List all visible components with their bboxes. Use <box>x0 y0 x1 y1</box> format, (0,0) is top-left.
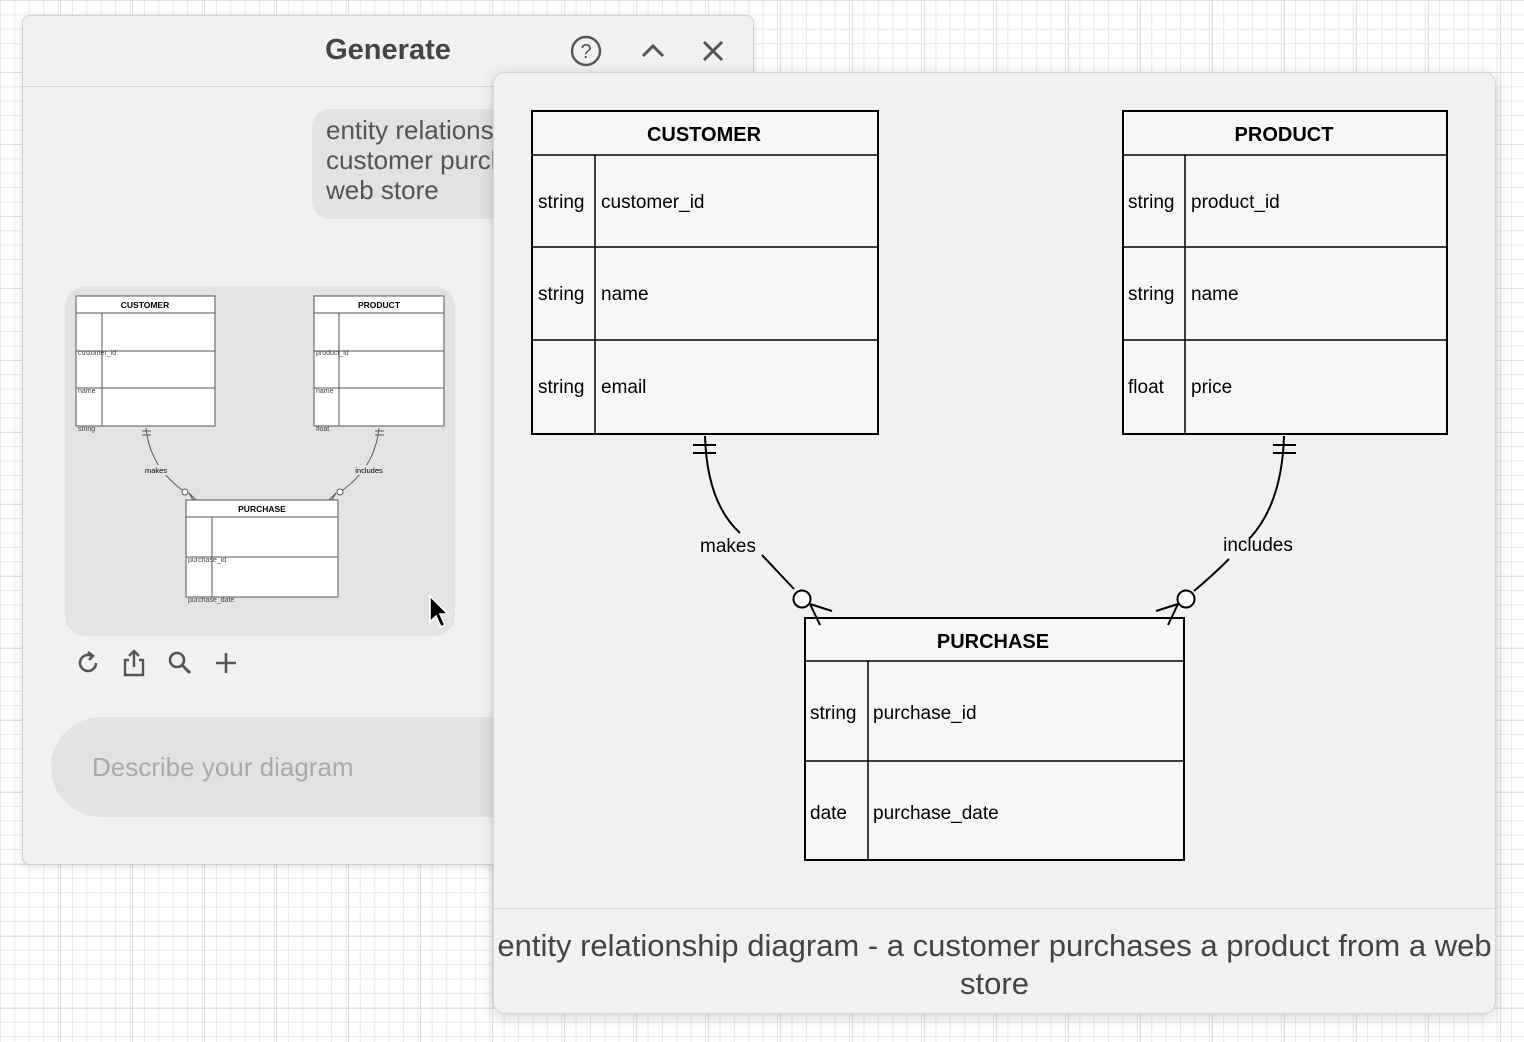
product-attr-name: price <box>1191 377 1232 398</box>
caption-divider <box>494 908 1495 909</box>
refresh-icon <box>78 650 98 673</box>
product-attr-name: name <box>1191 284 1239 305</box>
customer-attr-name: email <box>601 377 646 398</box>
svg-text:name: name <box>316 388 334 395</box>
product-attr-type: float <box>1128 377 1165 398</box>
svg-text:purchase_id: purchase_id <box>188 557 226 564</box>
close-icon <box>702 40 724 62</box>
diagram-preview-popup: CUSTOMER string customer_id string name … <box>493 72 1496 1014</box>
svg-text:product_id: product_id <box>316 350 349 357</box>
search-icon <box>168 651 192 675</box>
add-icon <box>216 653 236 673</box>
mouse-cursor-icon <box>429 594 450 629</box>
customer-attr-name: customer_id <box>601 192 705 213</box>
purchase-entity[interactable]: PURCHASE string purchase_id date purchas… <box>804 617 1185 861</box>
svg-text:customer_id: customer_id <box>78 350 116 357</box>
product-entity-title: PRODUCT <box>1235 124 1334 146</box>
includes-label: includes <box>1223 535 1293 556</box>
customer-entity-title: CUSTOMER <box>647 124 762 146</box>
svg-text:includes: includes <box>355 466 383 475</box>
svg-text:string: string <box>78 426 95 433</box>
dialog-title: Generate <box>325 34 451 66</box>
makes-label: makes <box>700 536 756 557</box>
diagram-thumbnail[interactable]: CUSTOMER customer_id name string PRODUCT… <box>65 286 455 636</box>
customer-attr-type: string <box>538 377 584 398</box>
thumb-purchase-table: PURCHASE purchase_id purchase_date <box>185 499 339 604</box>
svg-text:PRODUCT: PRODUCT <box>358 300 401 310</box>
customer-entity[interactable]: CUSTOMER string customer_id string name … <box>531 110 879 435</box>
refresh-button[interactable] <box>73 648 103 678</box>
product-attr-name: product_id <box>1191 192 1280 213</box>
svg-text:name: name <box>78 388 96 395</box>
purchase-entity-title: PURCHASE <box>937 631 1049 653</box>
thumb-includes-connector: includes <box>328 427 386 501</box>
svg-text:PURCHASE: PURCHASE <box>238 504 286 514</box>
customer-attr-name: name <box>601 284 649 305</box>
svg-text:float: float <box>316 426 329 433</box>
dialog-header: Generate ? <box>23 16 753 87</box>
includes-relationship[interactable]: includes <box>1155 435 1296 626</box>
collapse-icon <box>641 43 665 58</box>
customer-attr-type: string <box>538 284 584 305</box>
purchase-attr-name: purchase_id <box>873 703 977 724</box>
thumb-makes-connector: makes <box>142 427 197 501</box>
add-button[interactable] <box>211 648 241 678</box>
search-button[interactable] <box>165 648 195 678</box>
purchase-attr-type: string <box>810 703 856 724</box>
product-attr-type: string <box>1128 284 1174 305</box>
thumb-customer-table: CUSTOMER customer_id name string <box>75 295 216 433</box>
purchase-attr-type: date <box>810 803 847 824</box>
close-button[interactable] <box>696 34 730 68</box>
help-button[interactable]: ? <box>569 34 603 68</box>
makes-relationship[interactable]: makes <box>693 435 833 626</box>
svg-text:makes: makes <box>145 466 167 475</box>
collapse-button[interactable] <box>636 34 670 68</box>
svg-text:?: ? <box>580 41 591 63</box>
share-button[interactable] <box>119 648 149 678</box>
svg-text:purchase_date: purchase_date <box>188 597 234 604</box>
share-icon <box>123 649 145 677</box>
product-attr-type: string <box>1128 192 1174 213</box>
purchase-attr-name: purchase_date <box>873 803 999 824</box>
thumb-product-table: PRODUCT product_id name float <box>313 295 445 433</box>
help-icon: ? <box>570 35 602 67</box>
product-entity[interactable]: PRODUCT string product_id string name fl… <box>1122 110 1448 435</box>
customer-attr-type: string <box>538 192 584 213</box>
diagram-caption: entity relationship diagram - a customer… <box>497 928 1492 1001</box>
svg-text:CUSTOMER: CUSTOMER <box>121 300 170 310</box>
